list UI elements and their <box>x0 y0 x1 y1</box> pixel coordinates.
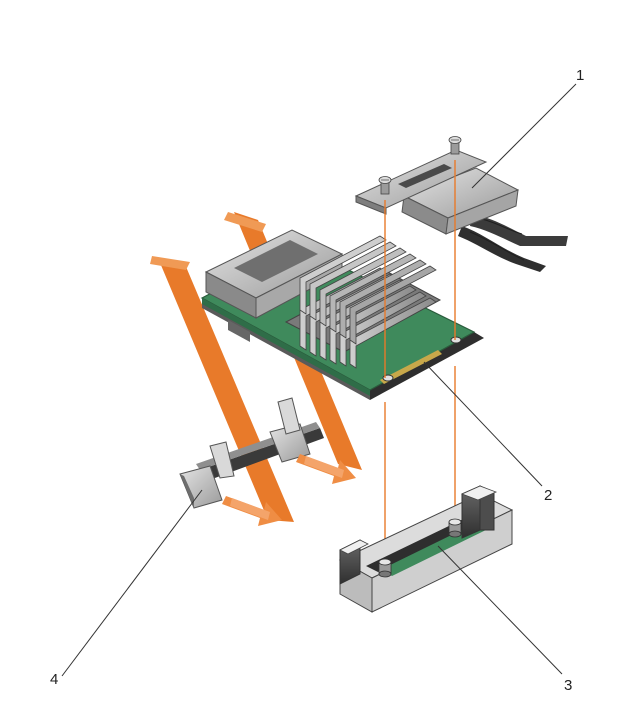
network-daughter-card <box>200 229 484 400</box>
connector-mounting-slot <box>398 164 452 188</box>
connector-screw-left <box>378 176 392 195</box>
leader-3 <box>437 545 563 675</box>
callout-number-2: 2 <box>544 487 552 504</box>
card-holder-clips <box>179 397 324 509</box>
socket-wall-back-cap <box>460 485 498 501</box>
leader-2 <box>423 361 543 487</box>
arrow-upper <box>296 454 356 484</box>
connector-plug-end <box>445 189 519 235</box>
guide-rail-top-front <box>150 256 190 270</box>
card-connector-housing <box>204 229 344 342</box>
pcb-edge <box>202 298 370 396</box>
guide-rail-top-back <box>224 212 266 232</box>
system-board-socket <box>338 485 514 613</box>
clip-left-tab <box>209 441 235 479</box>
connector-mounting-bar-front <box>355 195 387 215</box>
clip-right-tab <box>277 397 301 435</box>
clip-left-front <box>180 474 194 508</box>
connector-screw-right <box>448 136 462 155</box>
insertion-arrows <box>222 454 356 526</box>
leader-4 <box>61 489 203 677</box>
card-screw-hole-back <box>450 336 462 344</box>
callout-number-3: 3 <box>564 677 572 694</box>
socket-standoff-back <box>448 518 462 538</box>
cable-ribbons <box>458 214 568 272</box>
arrow-lower <box>222 496 282 526</box>
leader-1 <box>471 83 577 189</box>
heatsink-fins <box>299 235 437 369</box>
socket-wall-front-cap <box>339 539 369 555</box>
callout-number-1: 1 <box>576 67 584 84</box>
callout-leaders <box>61 83 577 677</box>
card-carrier-dark-edge <box>362 332 484 400</box>
pcb-contacts <box>380 350 442 384</box>
socket-standoff-front <box>378 558 392 578</box>
cable-connector <box>354 136 568 272</box>
callout-number-4: 4 <box>50 671 58 688</box>
